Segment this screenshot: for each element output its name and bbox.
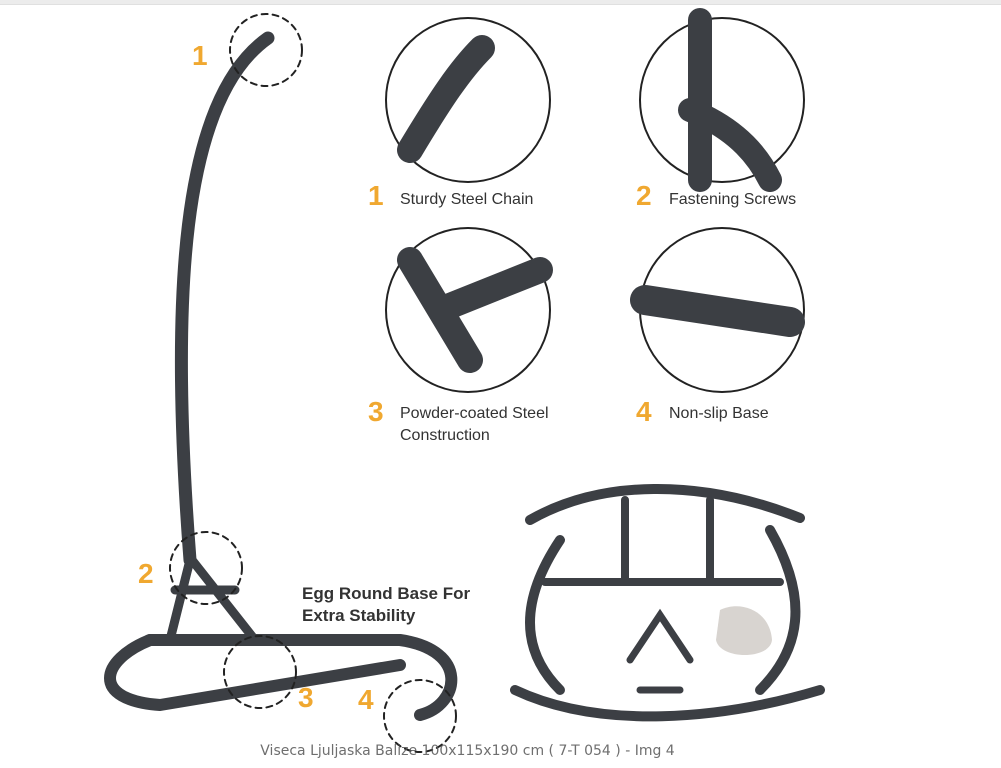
stand-pole (174, 31, 275, 567)
feature-3-line2: Construction (400, 427, 490, 444)
base-text-line2: Extra Stability (302, 606, 416, 625)
dashed-marker-2 (169, 531, 243, 605)
feature-1-label: Sturdy Steel Chain (400, 191, 534, 208)
feature-3-num: 3 (368, 396, 384, 427)
detail-circle-1 (385, 17, 551, 183)
feature-1-num: 1 (368, 180, 384, 211)
dashed-marker-4 (383, 679, 457, 753)
detail-circle-3 (385, 227, 551, 393)
bag (716, 606, 772, 655)
marker-3: 3 (298, 682, 314, 713)
detail-circle-2 (639, 17, 805, 183)
marker-4: 4 (358, 684, 374, 715)
dashed-marker-3 (223, 635, 297, 709)
stand-base-rear (104, 634, 406, 712)
marker-1: 1 (192, 40, 208, 71)
feature-3-line1: Powder-coated Steel (400, 405, 549, 422)
feature-2-label: Fastening Screws (669, 191, 797, 208)
base-text-line1: Egg Round Base For (302, 584, 471, 603)
stand-base (144, 634, 458, 721)
window-top-border (0, 0, 1001, 5)
feature-4-label: Non-slip Base (669, 405, 769, 422)
feature-4-num: 4 (636, 396, 652, 427)
image-caption: Viseca Ljuljaska Balize 100x115x190 cm (… (260, 743, 675, 759)
marker-2: 2 (138, 558, 154, 589)
dashed-marker-1 (229, 13, 303, 87)
feature-2-num: 2 (636, 180, 652, 211)
